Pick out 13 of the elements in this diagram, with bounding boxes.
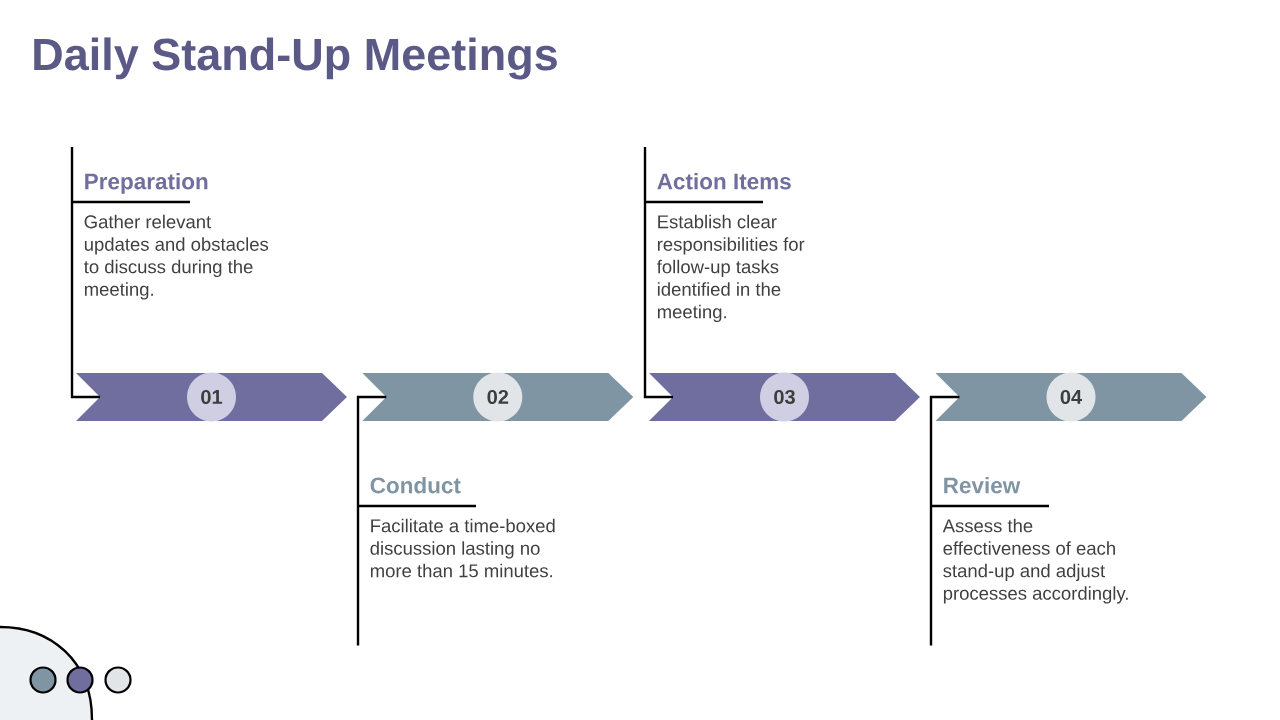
step-title: Preparation bbox=[85, 172, 208, 194]
step-description: Assess the effectiveness of each stand-up and adjust processes accordingly. bbox=[942, 518, 1128, 604]
leader-line bbox=[356, 395, 387, 646]
leader-line bbox=[929, 395, 960, 646]
leader-line bbox=[643, 147, 673, 399]
step-title: Conduct bbox=[370, 476, 461, 494]
step-description: Facilitate a time-boxed discussion lasting no more than 15 minutes. bbox=[370, 518, 555, 578]
leader-line bbox=[70, 147, 100, 399]
step-title: Action Items bbox=[657, 172, 791, 190]
step-description: Gather relevant updates and obstacles to discuss during the meeting. bbox=[84, 214, 269, 300]
title: Daily Stand-Up Meetings bbox=[34, 37, 557, 80]
step-description: Establish clear responsibilities for follow-up tasks identified in the meeting. bbox=[656, 214, 805, 323]
step-title: Review bbox=[944, 476, 1021, 494]
